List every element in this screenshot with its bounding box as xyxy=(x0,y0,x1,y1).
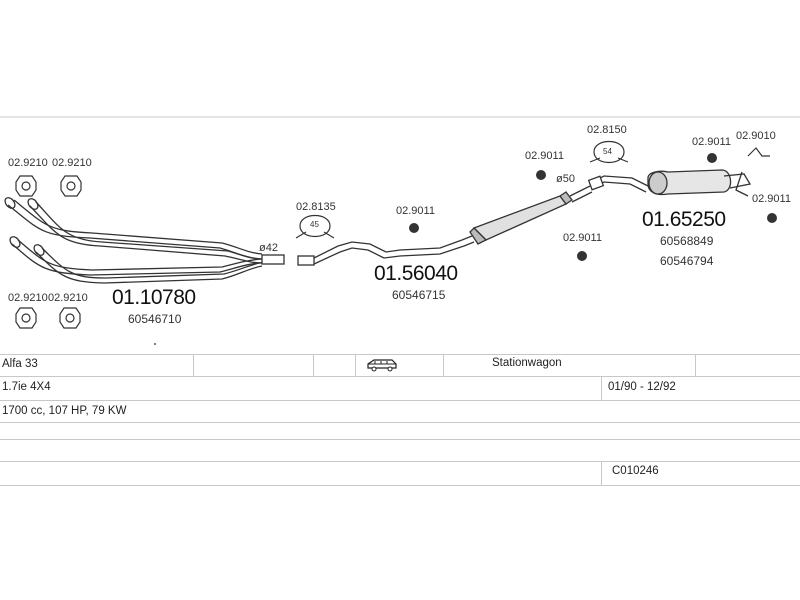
gasket-icon xyxy=(295,214,335,239)
gasket-code: 02.8150 xyxy=(587,124,627,136)
oe-number-front-pipe: 60546710 xyxy=(128,312,182,326)
rubber-mount-code: 02.9011 xyxy=(525,150,564,162)
vehicle-model: Alfa 33 xyxy=(2,358,38,370)
gasket-size: 54 xyxy=(603,147,612,156)
rear-silencer xyxy=(587,169,752,197)
part-code-front-pipe: 01.10780 xyxy=(112,286,196,309)
engine-specs: 1700 cc, 107 HP, 79 KW xyxy=(2,405,127,417)
gasket-size: 45 xyxy=(310,220,319,229)
clamp-code: 02.9210 xyxy=(52,157,92,169)
rubber-mount-code: 02.9011 xyxy=(692,136,731,148)
gasket-code: 02.8135 xyxy=(296,201,336,213)
oe-number-rear: 60546794 xyxy=(660,254,714,268)
clamp-code: 02.9210 xyxy=(8,157,48,169)
clamp-code: 02.9210 xyxy=(48,292,88,304)
clamp-icon xyxy=(15,175,82,329)
diameter-label: ø50 xyxy=(556,173,575,185)
rubber-mount-code: 02.9011 xyxy=(396,205,435,217)
vehicle-body-type: Stationwagon xyxy=(492,357,562,369)
rubber-mount-code: 02.9011 xyxy=(563,232,602,244)
production-years: 01/90 - 12/92 xyxy=(608,381,676,393)
bracket-code: 02.9010 xyxy=(736,130,776,142)
diameter-label: ø42 xyxy=(259,242,278,254)
clamp-code: 02.9210 xyxy=(8,292,48,304)
front-pipe xyxy=(4,197,285,284)
rubber-mount-code: 02.9011 xyxy=(752,193,791,205)
gasket-icon xyxy=(589,140,629,164)
oe-number-rear: 60568849 xyxy=(660,234,714,248)
part-code-rear: 01.65250 xyxy=(642,208,726,231)
catalog-code: C010246 xyxy=(612,465,659,477)
car-icon xyxy=(366,358,398,377)
middle-pipe xyxy=(297,185,593,266)
bracket-icon xyxy=(747,147,770,157)
rubber-mount-icon xyxy=(409,153,777,261)
engine-type: 1.7ie 4X4 xyxy=(2,381,51,393)
oe-number-middle: 60546715 xyxy=(392,288,446,302)
part-code-middle: 01.56040 xyxy=(374,262,458,285)
